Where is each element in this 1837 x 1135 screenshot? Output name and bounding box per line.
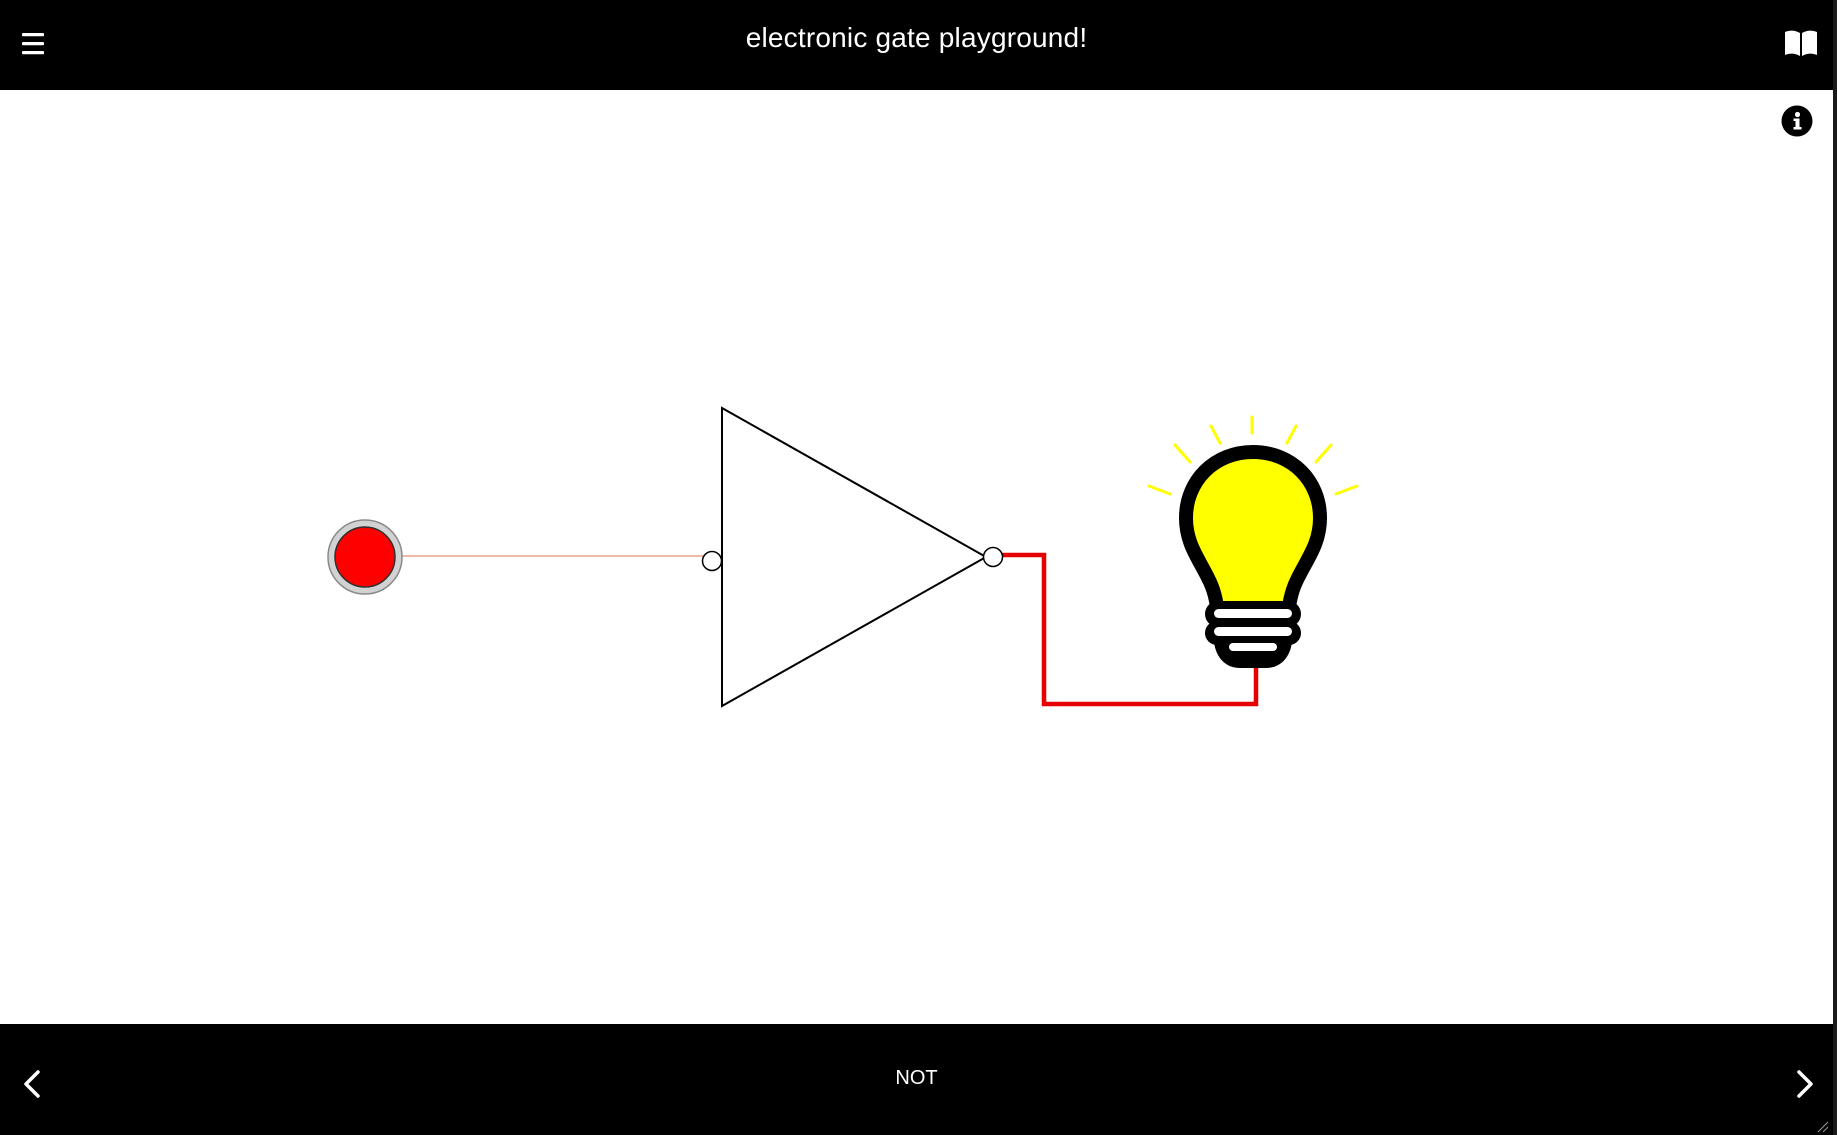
output-wire <box>1000 552 1259 707</box>
info-button[interactable] <box>1781 105 1813 137</box>
previous-gate-button[interactable] <box>16 1064 50 1104</box>
light-bulb-icon[interactable] <box>1147 415 1359 668</box>
circuit-canvas[interactable] <box>0 90 1833 1024</box>
chevron-right-icon <box>1797 1070 1813 1098</box>
input-switch[interactable] <box>327 519 403 595</box>
page-title: electronic gate playground! <box>745 22 1088 53</box>
bottom-bar: NOT <box>0 1024 1833 1135</box>
info-icon <box>1781 105 1813 137</box>
circuit-diagram <box>327 406 1359 708</box>
gate-name-label: NOT <box>895 1067 938 1089</box>
book-button[interactable] <box>1779 26 1823 62</box>
not-gate[interactable] <box>721 406 989 708</box>
gate-input-connector[interactable] <box>701 550 723 572</box>
menu-button[interactable] <box>14 24 54 64</box>
light-rays <box>1147 415 1359 496</box>
top-bar: electronic gate playground! <box>0 0 1833 90</box>
window-right-border <box>1833 0 1837 1135</box>
open-book-icon <box>1785 30 1817 56</box>
next-gate-button[interactable] <box>1787 1064 1821 1104</box>
hamburger-menu-icon <box>22 33 44 55</box>
chevron-left-icon <box>24 1070 40 1098</box>
resize-grip-icon[interactable] <box>1815 1119 1829 1133</box>
gate-output-connector[interactable] <box>982 546 1004 568</box>
